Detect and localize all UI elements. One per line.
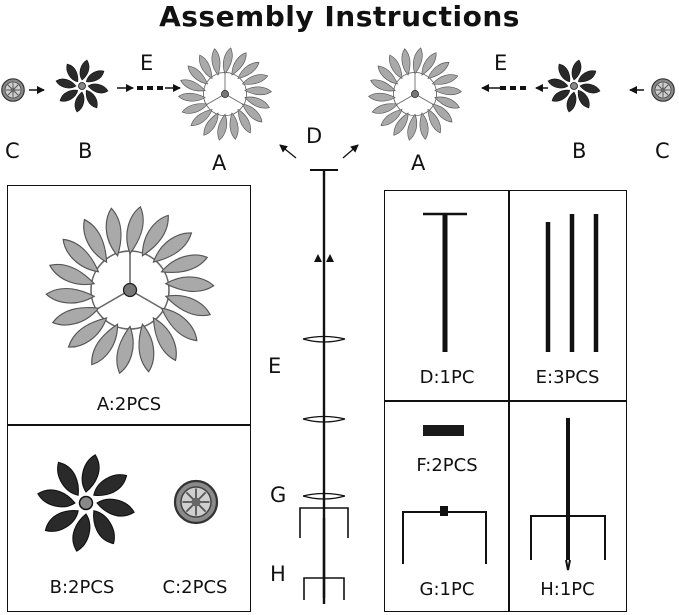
part-box-bc [7,424,251,612]
part-box-fg [384,400,510,612]
part-box-h [508,400,627,612]
part-b-right-icon [547,59,601,113]
caption-b: B:2PCS [49,577,115,598]
part-e-icon [545,214,599,352]
part-a-left-icon [177,47,273,141]
part-b-left-icon [55,59,109,113]
label-e-left: E [140,51,154,75]
label-b-right: B [572,139,587,163]
label-e-right: E [494,51,508,75]
part-h-icon [530,418,606,571]
caption-e: E:3PCS [535,367,600,388]
part-c-icon [173,479,219,525]
label-a-left: A [212,151,227,175]
label-pole-g: G [270,483,287,507]
label-c-right: C [655,139,670,163]
part-f-icon [423,425,464,436]
part-c-right-icon [651,78,675,102]
part-a-right-icon [367,47,463,141]
caption-g: G:1PC [419,579,475,600]
part-d-icon [423,212,467,352]
caption-a: A:2PCS [96,394,162,415]
part-g-icon [402,506,487,564]
label-d: D [306,124,323,148]
part-box-e [508,190,627,402]
assembled-pole [299,169,349,604]
page-title: Assembly Instructions [159,0,520,33]
part-box-a [7,185,251,426]
label-pole-h: H [270,562,286,586]
part-b-icon [36,453,136,553]
caption-f: F:2PCS [416,455,478,476]
caption-d: D:1PC [419,367,475,388]
caption-h: H:1PC [540,579,595,600]
caption-c: C:2PCS [162,577,228,598]
label-a-right: A [411,151,426,175]
part-c-left-icon [1,78,25,102]
label-b-left: B [78,139,93,163]
part-box-d [384,190,510,402]
part-a-icon [45,206,215,374]
label-pole-e: E [268,354,282,378]
label-c-left: C [5,139,20,163]
